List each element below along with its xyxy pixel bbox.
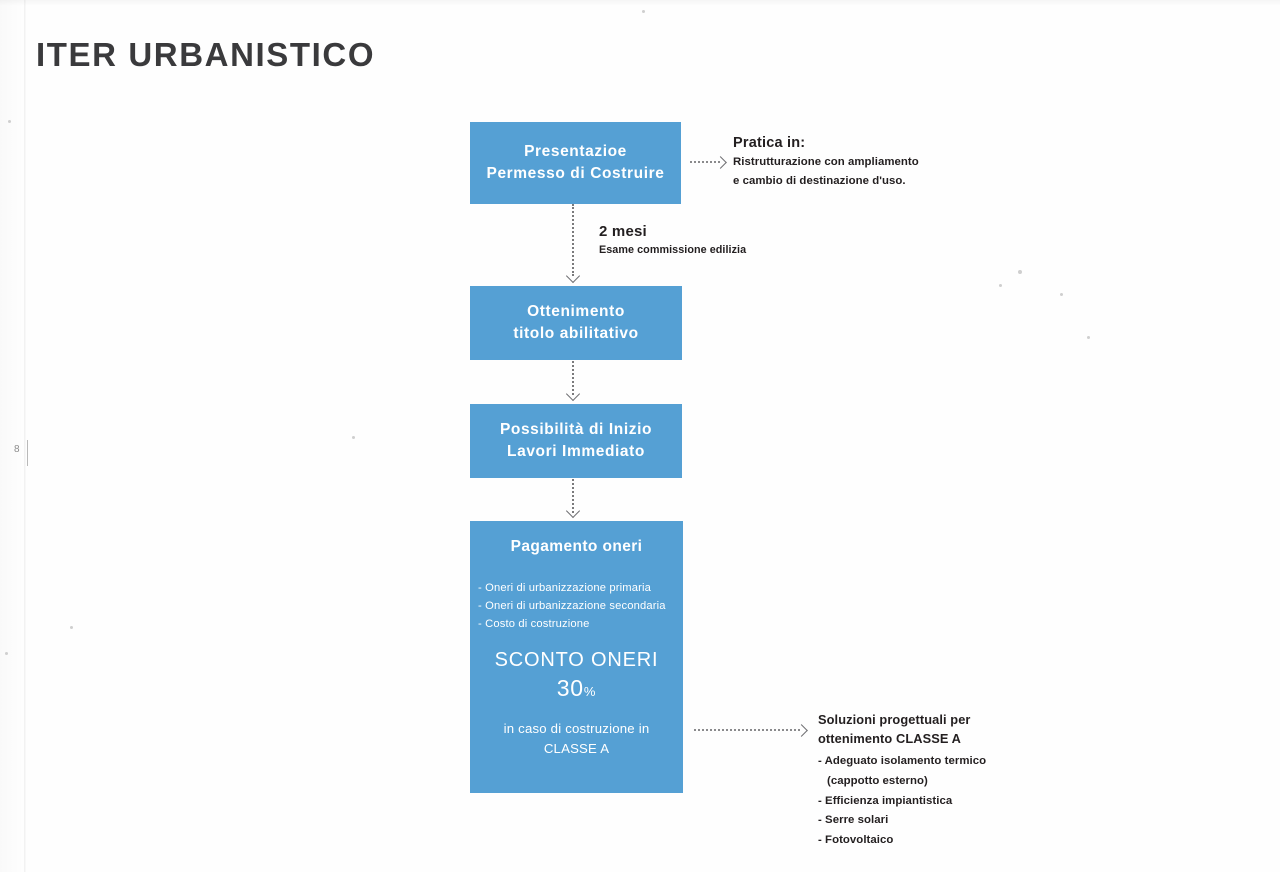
arrow-head-down-3 — [565, 503, 581, 519]
sconto-value-row: 30% — [470, 673, 683, 703]
flow-box-pagamento-oneri[interactable]: Pagamento oneri - Oneri di urbanizzazion… — [470, 521, 683, 793]
list-item-continuation: (cappotto esterno) — [827, 774, 928, 787]
connector-dotted-horizontal-1 — [690, 161, 720, 165]
flow-box-ottenimento-titolo[interactable]: Ottenimento titolo abilitativo — [470, 286, 682, 360]
list-item: - Efficienza impiantistica — [818, 794, 953, 807]
page-number: 8 — [14, 444, 20, 455]
annotation-heading-line-2: ottenimento CLASSE A — [818, 730, 962, 746]
classe-a-line-2: CLASSE A — [543, 741, 610, 757]
flow-box-label: Possibilità di Inizio Lavori Immediato — [470, 419, 682, 463]
sconto-value: 30 — [556, 675, 584, 702]
scan-speck — [1060, 293, 1063, 296]
flow-box-line-2: Permesso di Costruire — [486, 165, 665, 182]
connector-dotted-vertical-1 — [572, 204, 576, 276]
scan-speck — [352, 436, 355, 439]
sconto-unit: % — [583, 684, 597, 700]
list-item: - Adeguato isolamento termico — [818, 755, 987, 768]
arrow-head-right-2 — [795, 724, 808, 737]
classe-a-note: in caso di costruzione in CLASSE A — [470, 719, 683, 759]
connector-dotted-vertical-3 — [572, 479, 576, 513]
list-item: - Costo di costruzione — [478, 618, 590, 631]
list-item: - Serre solari — [818, 814, 889, 827]
flow-box-label: Ottenimento titolo abilitativo — [470, 301, 682, 345]
page-title: ITER URBANISTICO — [36, 36, 376, 73]
scan-artifact-left-gradient — [0, 0, 24, 872]
scan-speck — [642, 10, 645, 13]
flow-box-presentazione[interactable]: Presentazioe Permesso di Costruire — [470, 122, 681, 204]
list-item: - Fotovoltaico — [818, 833, 894, 846]
annotation-heading-line-1: Soluzioni progettuali per — [818, 712, 971, 727]
scan-artifact-top — [0, 0, 1280, 6]
page-number-rule — [27, 440, 28, 466]
annotation-esame-commissione: 2 mesi Esame commissione edilizia — [599, 222, 819, 258]
flow-box-line-1: Ottenimento — [527, 303, 625, 320]
annotation-heading: 2 mesi — [599, 223, 647, 240]
annotation-pratica-in: Pratica in: Ristrutturazione con ampliam… — [733, 134, 973, 191]
scan-speck — [999, 284, 1002, 287]
oneri-list: - Oneri di urbanizzazione primaria - One… — [478, 579, 677, 633]
annotation-heading: Pratica in: — [733, 135, 806, 151]
arrow-head-down-2 — [565, 386, 581, 402]
list-item: - Oneri di urbanizzazione primaria — [478, 582, 651, 594]
annotation-soluzioni-progettuali: Soluzioni progettuali per ottenimento CL… — [818, 711, 1000, 850]
scan-artifact-left-edge — [24, 0, 26, 872]
flow-box-line-1: Presentazioe — [524, 143, 627, 160]
sconto-oneri-block: SCONTO ONERI 30% — [470, 647, 683, 704]
scan-speck — [1018, 270, 1022, 274]
classe-a-line-1: in caso di costruzione in — [503, 721, 650, 736]
flow-box-line-1: Possibilità di Inizio — [499, 421, 653, 438]
annotation-line-1: Ristrutturazione con ampliamento — [733, 155, 919, 168]
sconto-label: SCONTO ONERI — [494, 649, 659, 671]
flow-box-inizio-lavori[interactable]: Possibilità di Inizio Lavori Immediato — [470, 404, 682, 478]
arrow-head-right-1 — [714, 156, 727, 169]
soluzioni-list: - Adeguato isolamento termico (cappotto … — [818, 752, 1000, 850]
annotation-line-2: e cambio di destinazione d'uso. — [733, 174, 906, 187]
scan-speck — [70, 626, 73, 629]
flow-box-line-2: Lavori Immediato — [507, 443, 645, 460]
flow-box-heading: Pagamento oneri — [510, 538, 643, 555]
scan-speck — [5, 652, 8, 655]
connector-dotted-horizontal-2 — [694, 729, 800, 733]
arrow-head-down-1 — [565, 268, 581, 284]
flow-box-line-2: titolo abilitativo — [513, 325, 639, 342]
annotation-line-1: Esame commissione edilizia — [599, 243, 747, 256]
flow-box-label: Presentazioe Permesso di Costruire — [470, 141, 681, 185]
connector-dotted-vertical-2 — [572, 361, 576, 395]
list-item: - Oneri di urbanizzazione secondaria — [478, 600, 666, 613]
annotation-heading: Soluzioni progettuali per ottenimento CL… — [818, 711, 1000, 748]
scan-speck — [8, 120, 11, 123]
scan-speck — [1087, 336, 1090, 339]
